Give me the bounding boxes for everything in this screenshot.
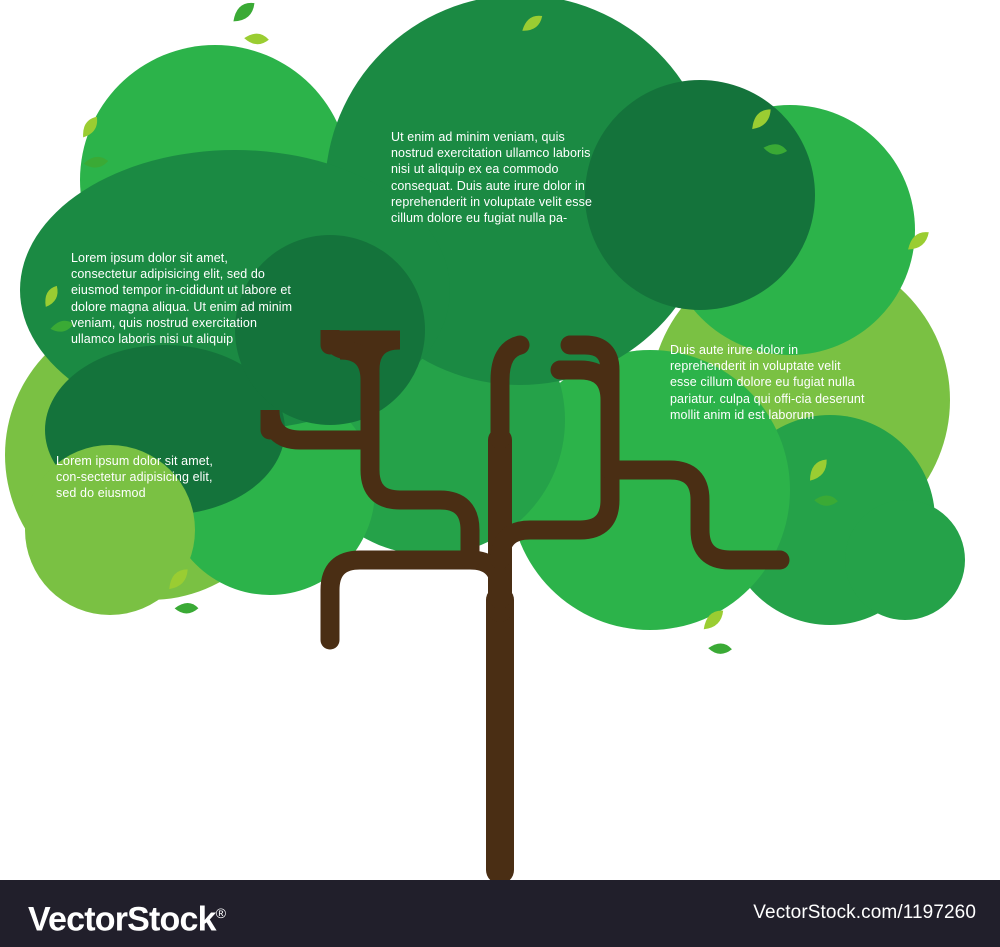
leaf-icon (752, 109, 771, 130)
leaf-icon (810, 459, 827, 481)
canopy-circle-bottomleft-lime (25, 445, 195, 615)
leaf-icon (703, 610, 724, 630)
registered-trademark-icon: ® (215, 905, 227, 921)
logo-text-vector: Vector (28, 900, 128, 939)
branch-left-small (260, 409, 380, 450)
branch-left-mid (330, 330, 480, 570)
branch-right-lower (600, 460, 790, 570)
logo-text-stock: Stock (127, 900, 216, 939)
leaf-icon (83, 116, 98, 138)
leaf-icon (45, 285, 58, 307)
footer-url: VectorStock.com/1197260 (753, 902, 976, 923)
leaf-group (45, 2, 929, 654)
canopy-text-top-center: Ut enim ad minim veniam, quis nostrud ex… (391, 130, 593, 226)
leaf-icon (174, 603, 199, 614)
leaf-icon (244, 33, 269, 45)
tree-illustration: .c-lime { fill:#7ac143; } .c-green { fil… (5, 0, 965, 880)
branch-center-up (490, 335, 530, 450)
leaf-icon (169, 569, 188, 590)
canopy-circle-right-small (845, 500, 965, 620)
branch-left-lower (320, 550, 510, 650)
leaf-icon (708, 643, 732, 654)
leaf-icon (908, 232, 929, 250)
leaf-icon (763, 144, 788, 155)
branch-left-tip (320, 329, 380, 390)
watermark-footer: VectorStock® VectorStock.com/1197260 (0, 880, 1000, 947)
leaf-icon (233, 2, 255, 22)
canopy-text-right: Duis aute irure dolor in reprehenderit i… (670, 343, 865, 422)
leaf-icon (50, 320, 74, 332)
canopy-text-left-upper: Lorem ipsum dolor sit amet, consectetur … (71, 251, 293, 347)
branch-right-mid (490, 360, 620, 570)
artboard: .c-lime { fill:#7ac143; } .c-green { fil… (5, 0, 965, 880)
leaf-icon (522, 15, 543, 31)
trunk-and-branches (260, 329, 790, 880)
leaf-icon (814, 495, 838, 506)
branch-right-tip (560, 335, 620, 410)
vectorstock-logo: VectorStock® (28, 892, 226, 940)
leaf-icon (83, 156, 109, 168)
canopy-text-left-lower: Lorem ipsum dolor sit amet, con-sectetur… (56, 454, 213, 501)
canopy-circle-deep-right (585, 80, 815, 310)
